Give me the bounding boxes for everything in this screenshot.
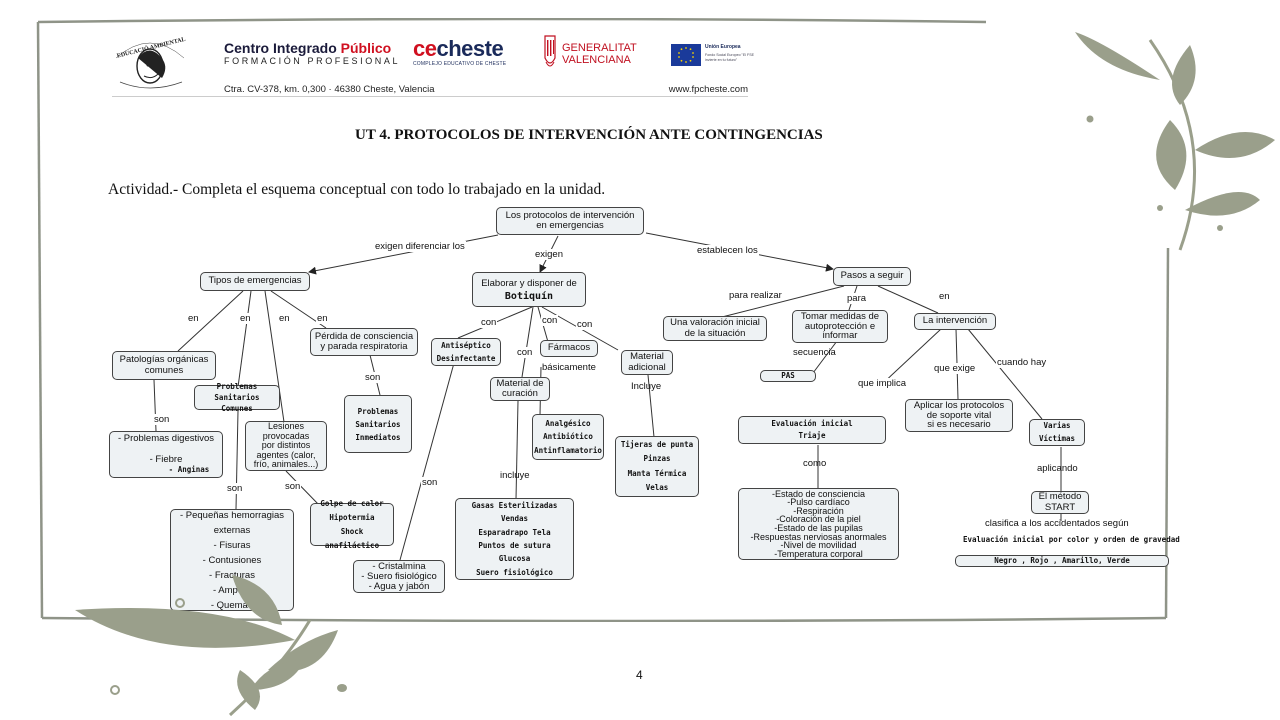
label-son-4: son (284, 481, 302, 492)
label-son-5: son (421, 477, 439, 488)
botiquin-title: Elaborar y disponer de (481, 277, 577, 289)
node-tomar-medidas: Tomar medidas de autoprotección e inform… (792, 310, 888, 343)
label-que-exige: que exige (933, 363, 977, 374)
evaluacion-color-text: Evaluación inicial por color y orden de … (963, 535, 1180, 544)
cecheste-subtitle: COMPLEJO EDUCATIVO DE CHESTE (413, 61, 507, 67)
header-divider (112, 96, 748, 97)
label-para: para (846, 293, 868, 304)
node-varias-victimas: Varias Víctimas (1029, 419, 1085, 446)
node-tijeras: Tijeras de punta Pinzas Manta Térmica Ve… (615, 436, 699, 497)
label-en-pasos: en (938, 291, 951, 302)
activity-instruction: Actividad.- Completa el esquema conceptu… (108, 181, 606, 198)
cecheste-logo: cecheste (413, 36, 504, 61)
label-incluye-1: Incluye (631, 381, 662, 392)
node-golpe-calor: Golpe de calor Hipotermia Shock anafilác… (310, 499, 394, 550)
node-colores: Negro , Rojo , Amarillo, Verde (955, 555, 1169, 567)
label-clasifica: clasifica a los accidentados según (985, 518, 1129, 529)
label-con-1: con (480, 317, 498, 328)
label-con-4: con (576, 319, 594, 330)
node-problemas-inmediatos: Problemas Sanitarios Inmediatos (344, 395, 412, 453)
label-como: como (803, 458, 827, 469)
generalitat-shield-icon (542, 34, 558, 72)
label-en-3: en (278, 313, 291, 324)
label-son-2: son (364, 372, 382, 383)
node-material-curacion: Material de curación (490, 377, 550, 401)
node-pas: PAS (760, 370, 816, 382)
eu-subtitle: Fondo Social Europeo "El FSE invierte en… (705, 53, 755, 62)
node-problemas-digestivos: - Problemas digestivos - Fiebre - Angina… (109, 431, 223, 478)
node-root: Los protocolos de intervención en emerge… (496, 207, 644, 235)
node-patologias: Patologías orgánicas comunes (112, 351, 216, 380)
label-con-2: con (516, 347, 534, 358)
node-antiseptico: Antiséptico Desinfectante (431, 338, 501, 366)
label-secuencia: secuencia (793, 347, 836, 358)
node-botiquin: Elaborar y disponer de Botiquín (472, 272, 586, 307)
node-aplicar-protocolos: Aplicar los protocolos de soporte vital … (905, 399, 1013, 432)
label-para-realizar: para realizar (728, 290, 783, 301)
label-en-4: en (316, 313, 329, 324)
node-valoracion: Una valoración inicial de la situación (663, 316, 767, 341)
problemas-digestivos-text: - Problemas digestivos - Fiebre (117, 432, 215, 465)
label-incluye-2: incluye (500, 470, 530, 481)
node-evaluacion-inicial: Evaluación inicial Triaje (738, 416, 886, 444)
eu-flag-icon (671, 44, 701, 66)
label-aplicando: aplicando (1037, 463, 1078, 474)
node-problemas-comunes: Problemas Sanitarios Comunes (194, 382, 280, 413)
website-link[interactable]: www.fpcheste.com (668, 84, 748, 95)
node-gasas: Gasas Esterilizadas Vendas Esparadrapo T… (455, 498, 574, 580)
label-que-implica: que implica (857, 378, 908, 389)
label-basicamente: básicamente (542, 362, 596, 373)
label-son-1: son (153, 414, 171, 425)
node-perdida-consciencia: Pérdida de consciencia y parada respirat… (310, 328, 418, 356)
label-en-2: en (239, 313, 252, 324)
node-metodo-start: El método START (1031, 491, 1089, 514)
anginas-text: - Anginas (168, 465, 210, 474)
concept-map: Los protocolos de intervención en emerge… (108, 205, 1180, 615)
node-cristalmina: - Cristalmina - Suero fisiológico - Agua… (353, 560, 445, 593)
node-analgesico: Analgésico Antibiótico Antinflamatorio (532, 414, 604, 460)
node-farmacos: Fármacos (540, 340, 598, 357)
eu-title: Unión Europea (705, 44, 741, 50)
label-con-3: con (541, 315, 559, 326)
node-pequenas-hemorragias: - Pequeñas hemorragias externas - Fisura… (170, 509, 294, 611)
node-tipos-emergencias: Tipos de emergencias (200, 272, 310, 291)
label-en-1: en (187, 313, 200, 324)
label-exigen-diferenciar: exigen diferenciar los (374, 241, 466, 252)
label-establecen: establecen los (696, 245, 759, 256)
centro-title: Centro Integrado Público (224, 40, 392, 56)
page-number: 4 (636, 668, 643, 682)
educacio-ambiental-logo: EDUCACIÓ AMBIENTAL (108, 32, 192, 92)
node-pasos-seguir: Pasos a seguir (833, 267, 911, 286)
header: EDUCACIÓ AMBIENTAL Centro Integrado Públ… (108, 28, 754, 98)
label-exigen: exigen (534, 249, 564, 260)
node-estado-consciencia: -Estado de consciencia -Pulso cardíaco -… (738, 488, 899, 560)
centro-subtitle: FORMACIÓN PROFESIONAL (224, 56, 401, 66)
address: Ctra. CV-378, km. 0,300 · 46380 Cheste, … (224, 84, 435, 95)
node-lesiones: Lesiones provocadas por distintos agente… (245, 421, 327, 471)
unit-title: UT 4. PROTOCOLOS DE INTERVENCIÓN ANTE CO… (355, 127, 823, 143)
node-material-adicional: Material adicional (621, 350, 673, 375)
node-intervencion: La intervención (914, 313, 996, 330)
label-cuando-hay: cuando hay (996, 357, 1048, 368)
botiquin-label: Botiquín (504, 290, 554, 302)
label-son-3: son (226, 483, 244, 494)
